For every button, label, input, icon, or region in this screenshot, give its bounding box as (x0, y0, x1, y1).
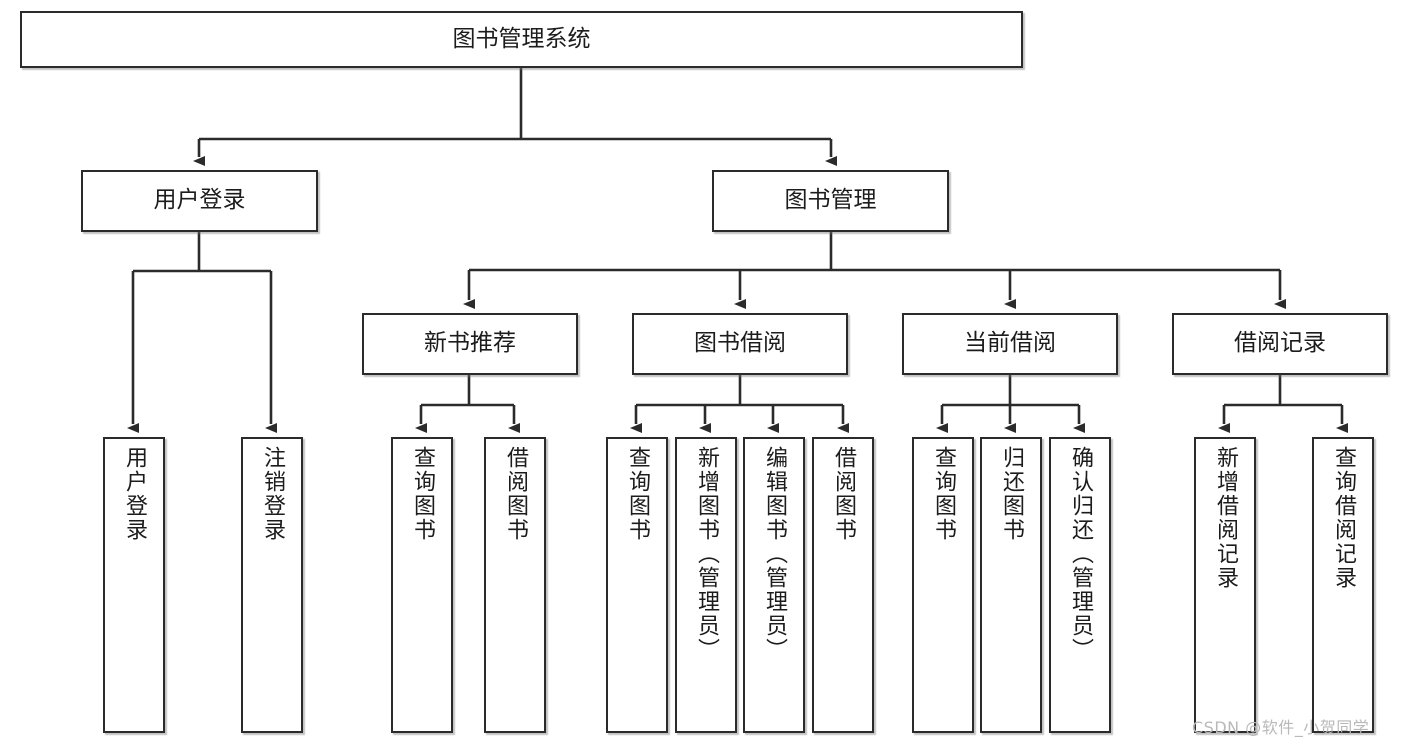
leaf-current-borrow-confirm-return-admin[interactable]: 确认归还（管理员） (1049, 437, 1111, 733)
node-label: 图书管理系统 (452, 25, 591, 52)
node-label: 用户登录 (153, 187, 246, 214)
node-label: 新增图书（管理员） (694, 446, 719, 662)
node-label: 查询图书 (410, 446, 435, 542)
leaf-book-borrow-query-book[interactable]: 查询图书 (606, 437, 668, 733)
node-label: 新增借阅记录 (1213, 446, 1238, 590)
leaf-current-borrow-query-book[interactable]: 查询图书 (912, 437, 974, 733)
node-label: 查询借阅记录 (1331, 446, 1356, 590)
node-label: 注销登录 (260, 446, 285, 542)
node-label: 借阅记录 (1234, 330, 1326, 357)
node-label: 新书推荐 (424, 330, 516, 357)
node-label: 编辑图书（管理员） (762, 446, 787, 662)
leaf-current-borrow-return-book[interactable]: 归还图书 (980, 437, 1042, 733)
node-label: 查询图书 (931, 446, 956, 542)
node-label: 当前借阅 (964, 330, 1056, 357)
leaf-user-login-login[interactable]: 用户登录 (103, 437, 165, 733)
node-label: 借阅图书 (831, 446, 856, 542)
leaf-borrow-record-add-record[interactable]: 新增借阅记录 (1194, 437, 1256, 733)
node-label: 图书管理 (784, 187, 877, 214)
leaf-book-borrow-borrow-book[interactable]: 借阅图书 (812, 437, 874, 733)
leaf-book-borrow-edit-book-admin[interactable]: 编辑图书（管理员） (743, 437, 805, 733)
node-user-login[interactable]: 用户登录 (81, 170, 318, 232)
node-new-book-recommend[interactable]: 新书推荐 (362, 313, 578, 375)
leaf-borrow-record-query-record[interactable]: 查询借阅记录 (1312, 437, 1374, 733)
node-book-management[interactable]: 图书管理 (712, 170, 949, 232)
node-label: 图书借阅 (694, 330, 786, 357)
node-label: 确认归还（管理员） (1068, 446, 1093, 662)
leaf-user-login-logout[interactable]: 注销登录 (241, 437, 303, 733)
node-label: 借阅图书 (503, 446, 528, 542)
node-borrow-record[interactable]: 借阅记录 (1172, 313, 1388, 375)
leaf-new-book-query-book[interactable]: 查询图书 (391, 437, 453, 733)
node-label: 归还图书 (999, 446, 1024, 542)
node-book-borrow[interactable]: 图书借阅 (632, 313, 848, 375)
node-label: 查询图书 (625, 446, 650, 542)
node-label: 用户登录 (122, 446, 147, 542)
leaf-new-book-borrow-book[interactable]: 借阅图书 (484, 437, 546, 733)
leaf-book-borrow-add-book-admin[interactable]: 新增图书（管理员） (675, 437, 737, 733)
node-root-book-management-system[interactable]: 图书管理系统 (20, 11, 1023, 68)
node-current-borrow[interactable]: 当前借阅 (902, 313, 1118, 375)
csdn-watermark: CSDN @软件_小贺同学 (1192, 718, 1370, 737)
